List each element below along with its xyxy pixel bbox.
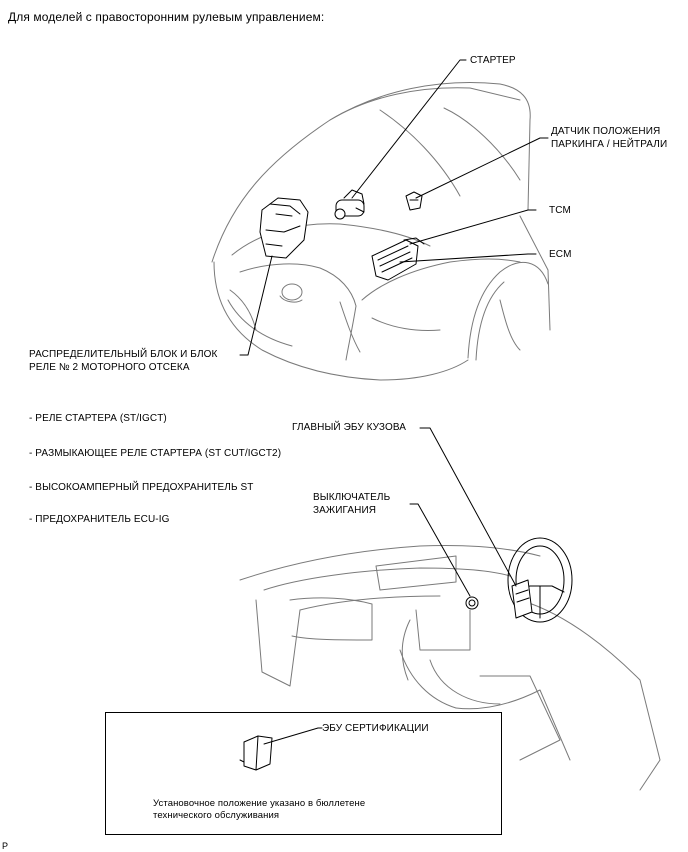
component-list-item: - РАЗМЫКАЮЩЕЕ РЕЛЕ СТАРТЕРА (ST CUT/IGCT… [29,448,282,459]
ecm-tcm-shape [371,237,425,281]
starter-shape [334,189,365,220]
car-body-outline [211,82,551,381]
main-body-ecu-label: ГЛАВНЫЙ ЭБУ КУЗОВА [292,422,407,433]
tcm-label: TCM [549,205,571,216]
component-list-item: - РЕЛЕ СТАРТЕРА (ST/IGCT) [29,413,167,424]
park-neutral-sensor-shape [405,191,423,211]
page-title: Для моделей с правосторонним рулевым упр… [8,10,325,24]
relay-block-label-2: РЕЛЕ № 2 МОТОРНОГО ОТСЕКА [29,362,190,373]
page-marker: P [2,841,9,851]
ecm-label: ECM [549,249,572,260]
starter-label: СТАРТЕР [470,55,516,66]
leader-lines-top [239,59,549,356]
ignition-switch-label-1: ВЫКЛЮЧАТЕЛЬ [313,492,391,503]
certification-ecu-shape [239,727,323,771]
installation-note-line-1: Установочное положение указано в бюллете… [153,798,366,809]
relay-block-shape [259,197,309,259]
certification-ecu-panel [105,712,502,835]
ignition-switch-label-2: ЗАЖИГАНИЯ [313,505,377,516]
leader-lines-bottom [409,427,517,597]
main-body-ecu-shape [511,579,533,619]
ignition-switch-shape [465,596,479,610]
park-neutral-sensor-label-1: ДАТЧИК ПОЛОЖЕНИЯ [551,126,661,137]
installation-note-line-2: технического обслуживания [153,810,280,821]
certification-ecu-label: ЭБУ СЕРТИФИКАЦИИ [322,723,429,734]
component-list-item: - ВЫСОКОАМПЕРНЫЙ ПРЕДОХРАНИТЕЛЬ ST [29,482,254,493]
relay-block-label-1: РАСПРЕДЕЛИТЕЛЬНЫЙ БЛОК И БЛОК [29,349,218,360]
dashboard-outline [239,544,661,791]
component-list-item: - ПРЕДОХРАНИТЕЛЬ ECU-IG [29,514,170,525]
park-neutral-sensor-label-2: ПАРКИНГА / НЕЙТРАЛИ [551,139,668,150]
